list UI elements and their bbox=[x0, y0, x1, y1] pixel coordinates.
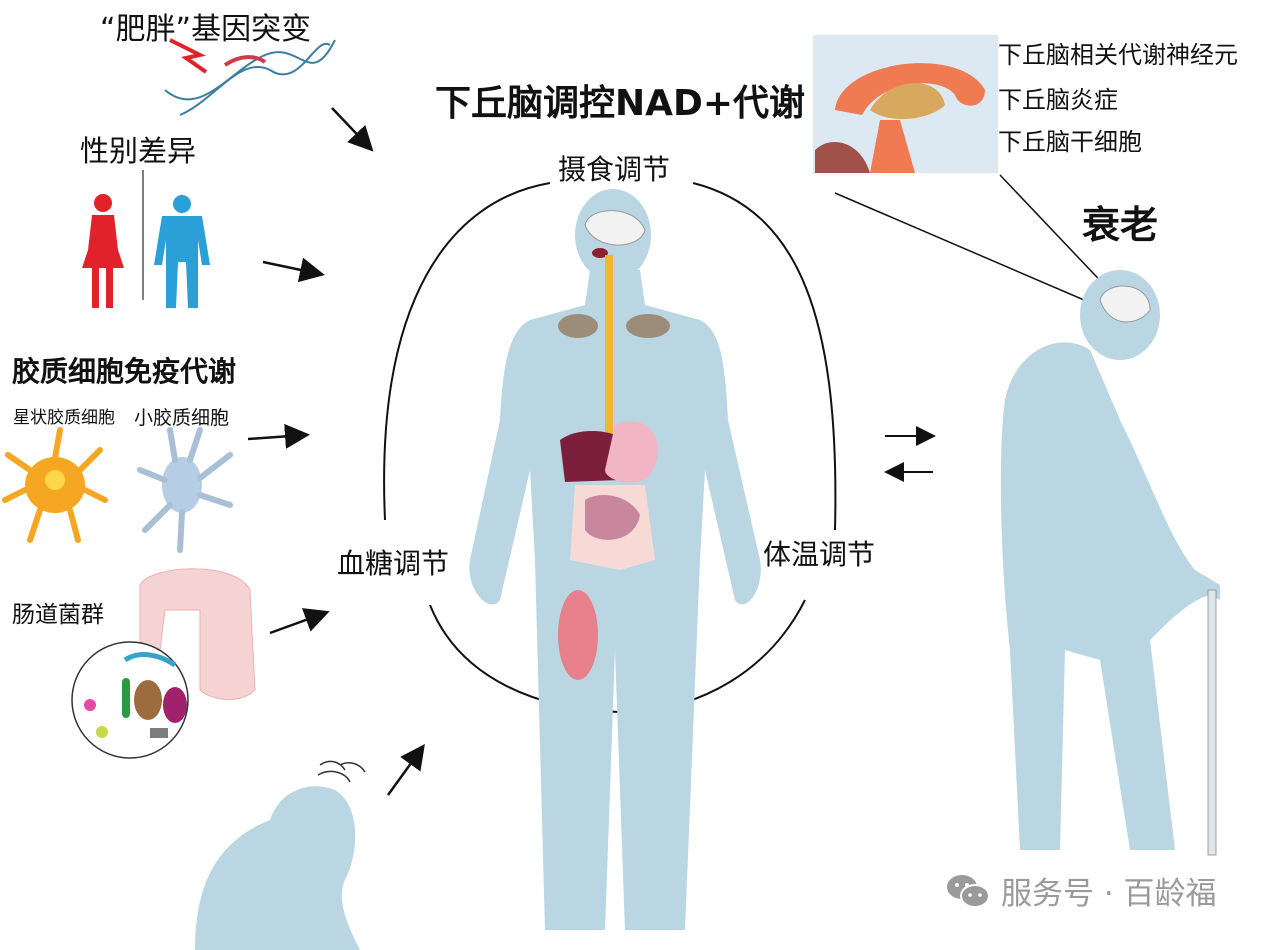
diagram-title: 下丘脑调控NAD+代谢 bbox=[435, 83, 806, 124]
microglia-icon bbox=[137, 427, 233, 553]
sex-difference-label: 性别差异 bbox=[80, 134, 197, 168]
hypothalamic-stem-cells-label: 下丘脑干细胞 bbox=[998, 128, 1142, 156]
human-body-figure bbox=[469, 189, 761, 930]
lightning-icon bbox=[169, 38, 208, 74]
glial-immune-metabolism-label: 胶质细胞免疫代谢 bbox=[12, 355, 237, 388]
glucose-regulation-label: 血糖调节 bbox=[337, 547, 450, 580]
gut-icon bbox=[71, 568, 256, 759]
watermark-text: 服务号 · 百龄福 bbox=[1001, 876, 1217, 912]
hypothalamic-metabolic-neurons-label: 下丘脑相关代谢神经元 bbox=[998, 41, 1238, 69]
brain-section-inset bbox=[813, 35, 998, 173]
hypothalamic-inflammation-label: 下丘脑炎症 bbox=[998, 86, 1118, 114]
gut-microbiota-label: 肠道菌群 bbox=[12, 602, 104, 628]
female-figure-icon bbox=[82, 194, 124, 308]
astrocyte-icon bbox=[2, 427, 108, 543]
elderly-person-figure bbox=[1000, 270, 1220, 856]
aging-label: 衰老 bbox=[1082, 203, 1159, 247]
male-figure-icon bbox=[154, 195, 210, 308]
walking-cane-icon bbox=[1207, 589, 1217, 856]
watermark: 服务号 · 百龄福 bbox=[945, 868, 1217, 913]
astrocyte-label: 星状胶质细胞 bbox=[13, 408, 115, 428]
gene-mutation-label: “肥胖”基因突变 bbox=[100, 12, 312, 47]
dna-helix-icon bbox=[164, 38, 336, 116]
wechat-icon bbox=[947, 874, 990, 908]
microglia-label: 小胶质细胞 bbox=[134, 407, 230, 429]
thermoregulation-label: 体温调节 bbox=[763, 538, 876, 571]
feeding-regulation-label: 摄食调节 bbox=[558, 153, 671, 186]
stressed-person-icon bbox=[195, 760, 366, 950]
